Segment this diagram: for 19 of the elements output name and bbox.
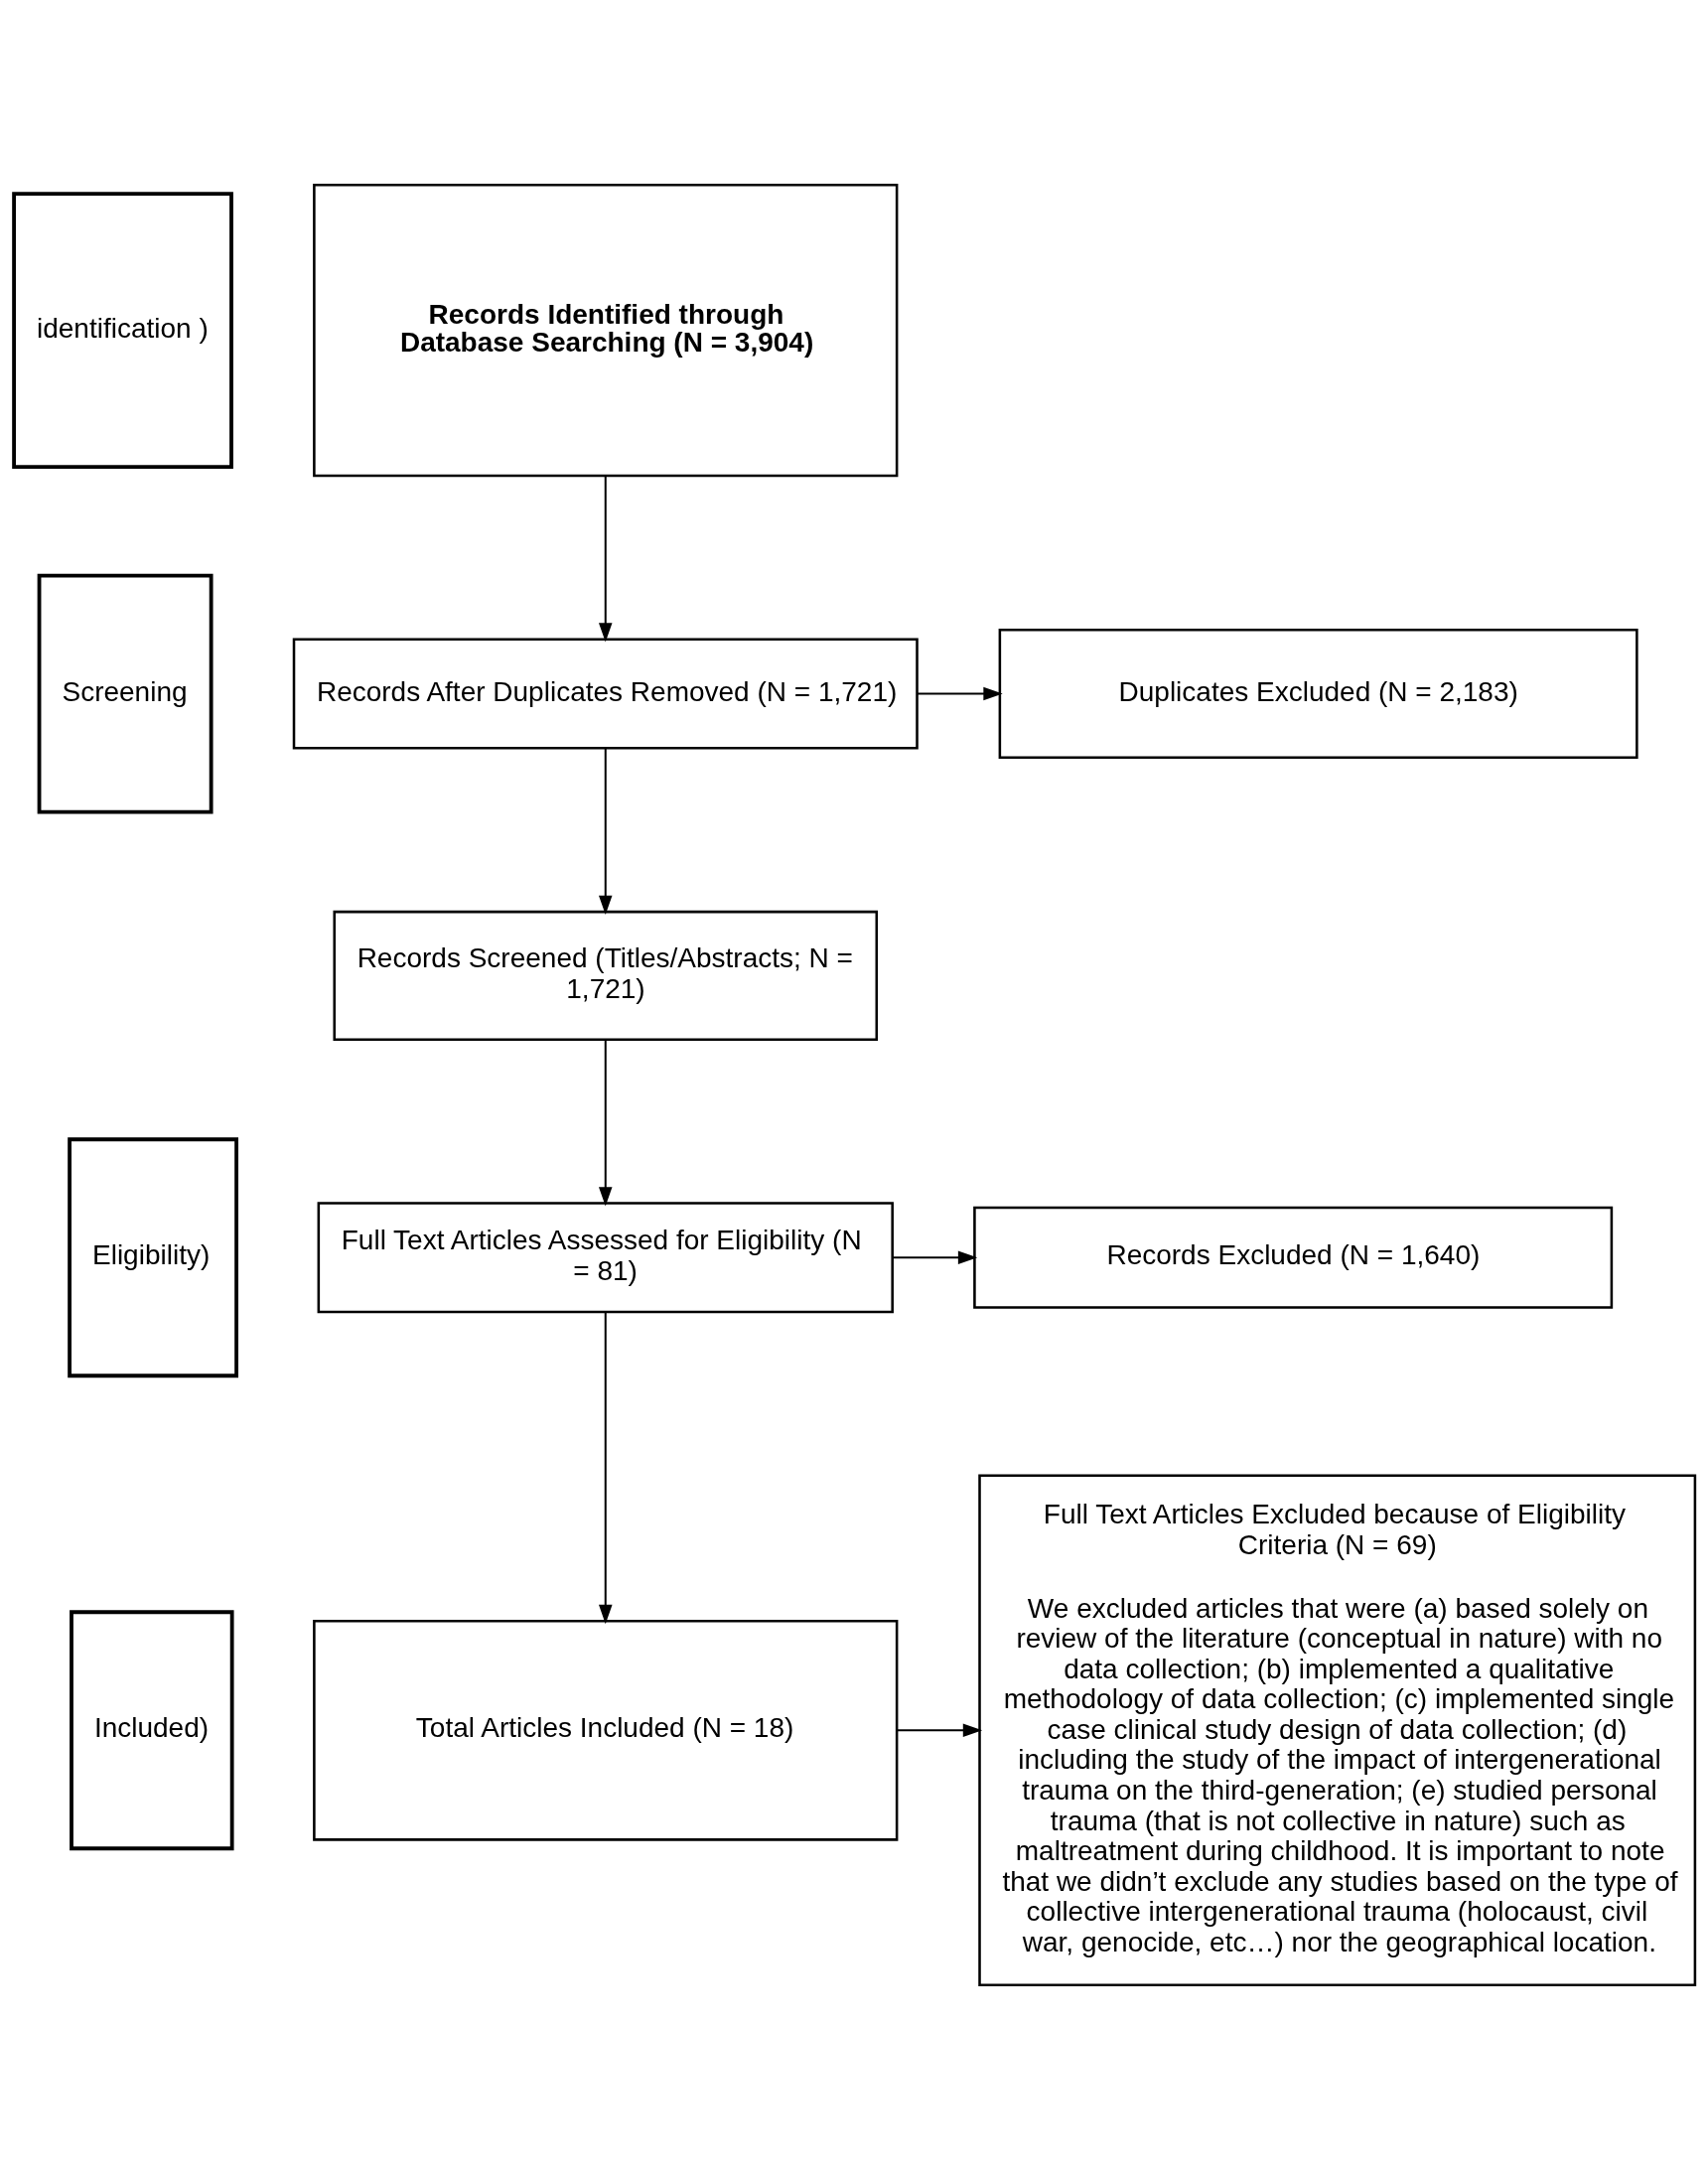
node-box: Full Text Articles Excluded because of Eligibility Criteria (N = 69) We excluded articles that were (a) based solely on review of the literature (conceptual in nature) with no data collection; (b) implemented a qualitative methodology of data collection; (c) implemented single case clinical study design of data collection; (d) including the study of the impact of intergenerational trauma on the third-generation; (e) studied personal trauma (that is not collective in nature) such as maltreatment during childhood. It is important to note that we didn’t exclude any studies based on the type of collective intergenerational trauma (holocaust, civil war, genocide, etc…) nor the geographical location.	[977, 1474, 1696, 1986]
node-box: Total Articles Included (N = 18)	[312, 1619, 898, 1841]
node-box: Records After Duplicates Removed (N = 1,721)	[292, 638, 919, 750]
arrow	[598, 1312, 613, 1625]
node-box: Duplicates Excluded (N = 2,183)	[998, 629, 1638, 760]
node-box: Records Excluded (N = 1,640)	[972, 1206, 1613, 1309]
arrow	[598, 1039, 613, 1207]
arrow	[598, 748, 613, 915]
arrow	[598, 476, 613, 643]
node-box: Records Identified through Database Searching (N = 3,904)	[312, 184, 898, 478]
node-box: Records Screened (Titles/Abstracts; N = 1,721)	[332, 910, 878, 1041]
node-box: Full Text Articles Assessed for Eligibility (N = 81)	[317, 1202, 894, 1314]
node-box: Screening	[37, 573, 214, 814]
node-box: Included)	[69, 1610, 234, 1851]
node-box: identification )	[11, 192, 233, 469]
arrow	[917, 686, 1003, 701]
arrow	[892, 1250, 977, 1264]
node-box: Eligibility)	[67, 1137, 238, 1378]
arrow	[896, 1723, 982, 1738]
